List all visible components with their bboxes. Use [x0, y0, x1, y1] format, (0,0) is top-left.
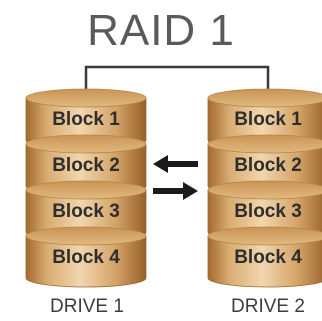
mirror-connector-line: [84, 65, 270, 101]
drive-1-label: DRIVE 1: [50, 296, 124, 317]
drive-2-stack: Block 1 Block 2 Block 3 Block 4: [207, 88, 322, 288]
block-label: Block 2: [234, 155, 302, 176]
drive-1-stack: Block 1 Block 2 Block 3 Block 4: [25, 88, 147, 288]
block-label: Block 1: [234, 109, 302, 130]
block-label: Block 4: [234, 247, 302, 268]
block-label: Block 4: [52, 247, 120, 268]
arrow-right-icon: [153, 182, 198, 200]
block-label: Block 2: [52, 155, 120, 176]
drive-2-label: DRIVE 2: [231, 296, 305, 317]
block-label: Block 1: [52, 109, 120, 130]
drive-1-block-4: Block 4: [25, 226, 147, 288]
drive-2-block-4: Block 4: [207, 226, 322, 288]
block-label: Block 3: [234, 201, 302, 222]
arrow-left-icon: [153, 155, 198, 173]
diagram-title: RAID 1: [87, 6, 235, 55]
block-label: Block 3: [52, 201, 120, 222]
